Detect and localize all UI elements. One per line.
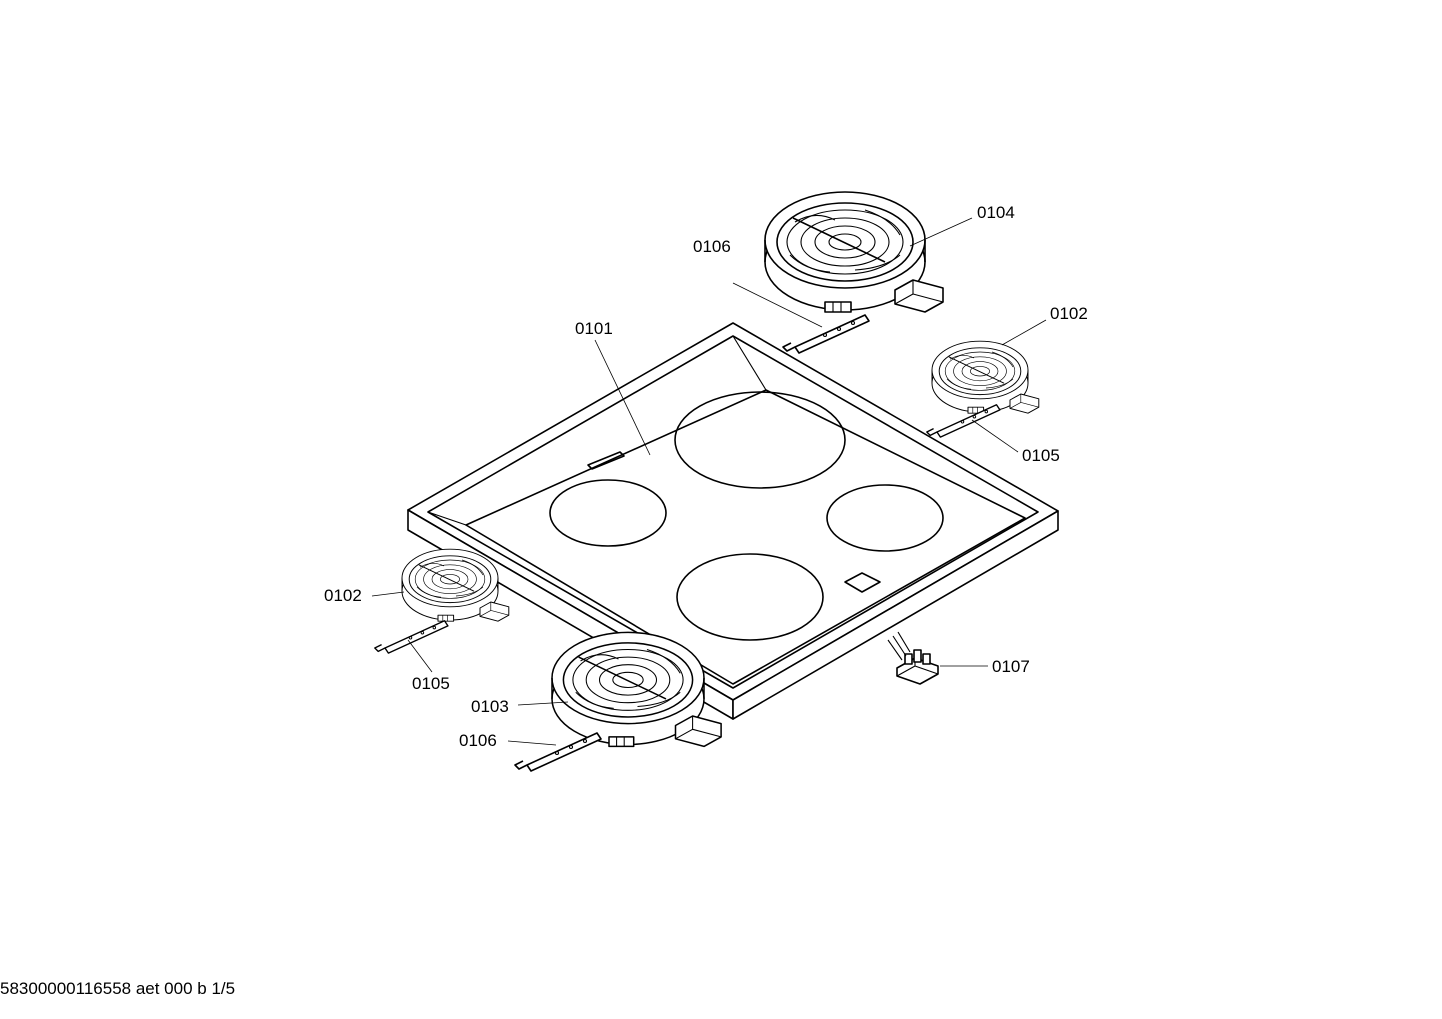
heating-element-0104 xyxy=(764,191,944,313)
label-0101: 0101 xyxy=(575,319,613,338)
heating-element-0102-right xyxy=(931,340,1040,414)
exploded-parts-diagram: 0101 0104 0106 0102 0105 0102 0105 0103 … xyxy=(324,191,1088,772)
label-0105-right: 0105 xyxy=(1022,446,1060,465)
label-0106-top: 0106 xyxy=(693,237,731,256)
label-0105-left: 0105 xyxy=(412,674,450,693)
label-0102-right: 0102 xyxy=(1050,304,1088,323)
connector-0107 xyxy=(887,631,939,685)
bracket-0106-bottom xyxy=(514,732,602,772)
label-0102-left: 0102 xyxy=(324,586,362,605)
label-0106-bottom: 0106 xyxy=(459,731,497,750)
label-0104: 0104 xyxy=(977,203,1015,222)
leader-lines xyxy=(371,217,1047,746)
label-0107: 0107 xyxy=(992,657,1030,676)
document-footer-code: 58300000116558 aet 000 b 1/5 xyxy=(0,979,236,998)
bracket-0105-left xyxy=(374,620,449,654)
bracket-0106-top xyxy=(782,314,870,354)
label-0103: 0103 xyxy=(471,697,509,716)
